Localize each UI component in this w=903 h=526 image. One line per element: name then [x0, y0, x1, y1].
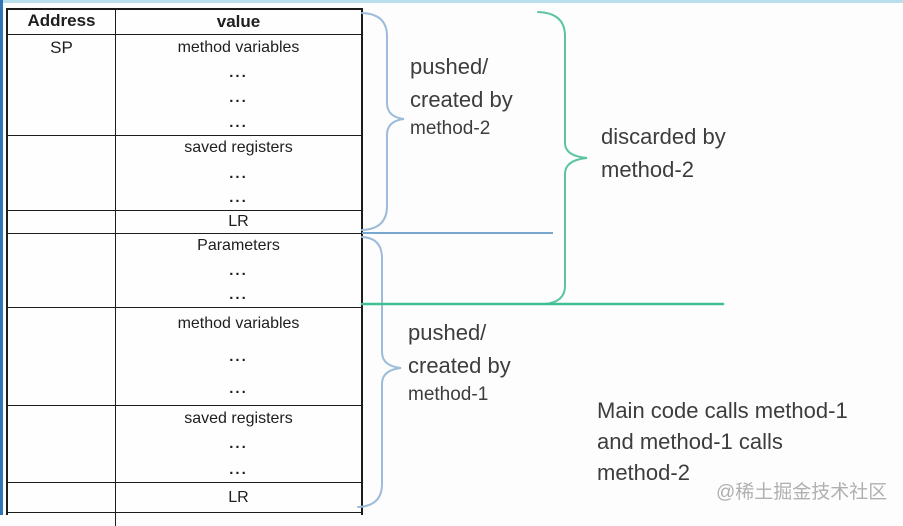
table-row: saved registers......: [8, 405, 361, 482]
value-ellipsis: ...: [229, 286, 248, 304]
table-row: method variables......: [8, 307, 361, 405]
pushed-by-method2-line1: pushed/: [410, 54, 489, 79]
value-column-header: value: [115, 10, 361, 34]
address-cell: [8, 406, 115, 482]
value-cell: saved registers......: [115, 406, 361, 482]
method2-frame-brace: [361, 12, 405, 231]
address-cell: SP: [50, 38, 73, 57]
value-ellipsis: ...: [229, 435, 248, 453]
pushed-by-method2-line3: method-2: [410, 118, 491, 139]
value-cell: method variables......: [115, 308, 361, 405]
value-label: method variables: [177, 38, 300, 56]
pushed-by-method1-line3: method-1: [408, 384, 489, 405]
value-ellipsis: ...: [229, 64, 248, 81]
pushed-by-method2-line2: created by: [410, 87, 513, 112]
value-cell: saved registers......: [115, 136, 361, 210]
watermark: @稀土掘金技术社区: [716, 482, 888, 503]
discarded-by-method2-line2: method-2: [601, 157, 694, 182]
table-row: [8, 512, 361, 526]
value-ellipsis: ...: [229, 261, 248, 279]
pushed-by-method1-line2: created by: [408, 353, 511, 378]
value-label: method variables: [177, 315, 300, 333]
slide-left-border: [0, 0, 3, 515]
discard-region-brace: [537, 11, 588, 305]
discarded-by-method2-line1: discarded by: [601, 124, 726, 149]
address-cell: [8, 483, 115, 512]
main-code-note: Main code calls method-1 and method-1 ca…: [597, 395, 848, 488]
address-cell: [8, 136, 115, 210]
table-row: saved registers......: [8, 135, 361, 210]
value-label: saved registers: [184, 139, 293, 157]
pushed-by-method1-label: pushed/ created by method-1: [408, 316, 511, 408]
value-ellipsis: ...: [229, 89, 248, 106]
value-cell: LR: [115, 483, 361, 512]
discarded-by-method2-label: discarded by method-2: [601, 120, 726, 186]
value-ellipsis: ...: [229, 347, 248, 365]
value-ellipsis: ...: [229, 189, 248, 207]
value-label: Parameters: [197, 237, 280, 255]
table-row: LR: [8, 482, 361, 512]
address-column-header: Address: [27, 11, 96, 30]
address-cell: [8, 211, 115, 233]
address-cell: [8, 308, 115, 405]
value-ellipsis: ...: [229, 164, 248, 182]
value-cell: Parameters......: [115, 234, 361, 307]
slide-top-border: [0, 0, 903, 3]
value-ellipsis: ...: [229, 380, 248, 398]
table-header-row: Address value: [8, 10, 361, 35]
value-ellipsis: ...: [229, 114, 248, 131]
main-code-note-line3: method-2: [597, 460, 690, 485]
table-row: SP method variables.........: [8, 35, 361, 135]
address-cell: [8, 234, 115, 307]
method1-frame-brace: [357, 236, 402, 508]
value-ellipsis: ...: [229, 460, 248, 478]
value-label: LR: [228, 488, 249, 506]
pushed-by-method1-line1: pushed/: [408, 320, 487, 345]
value-cell: LR: [115, 211, 361, 233]
main-code-note-line2: and method-1 calls: [597, 429, 783, 454]
value-label: LR: [228, 213, 249, 230]
value-cell: method variables.........: [115, 35, 361, 135]
table-row: LR: [8, 210, 361, 233]
stack-memory-table: Address value SP method variables........…: [6, 8, 363, 526]
pushed-by-method2-label: pushed/ created by method-2: [410, 50, 513, 142]
value-label: saved registers: [184, 409, 293, 427]
table-row: Parameters......: [8, 233, 361, 307]
main-code-note-line1: Main code calls method-1: [597, 398, 848, 423]
